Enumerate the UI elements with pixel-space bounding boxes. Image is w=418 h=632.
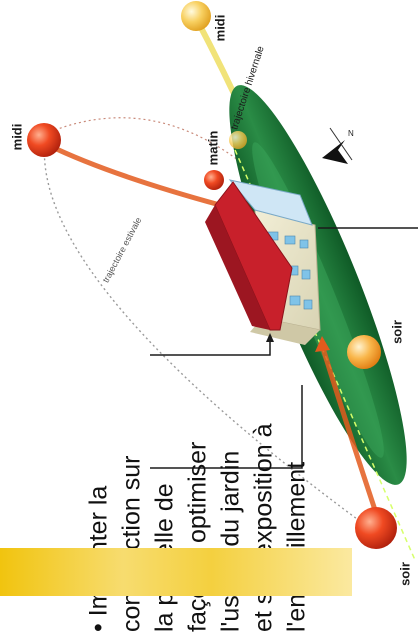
compass-arrow-icon: N: [322, 128, 354, 164]
label-midi-left: midi: [10, 124, 25, 151]
label-midi-top: midi: [213, 15, 228, 42]
sun-soir-summer: [355, 507, 397, 549]
summer-path-segment: [48, 145, 220, 205]
sun-midi-winter: [181, 1, 211, 31]
sun-matin-winter: [229, 131, 247, 149]
label-matin: matin: [206, 131, 221, 166]
label-soir-bottom: soir: [398, 562, 413, 586]
decorative-yellow-strip: [0, 548, 352, 596]
svg-text:N: N: [348, 129, 354, 138]
label-soir-right: soir: [390, 320, 405, 344]
sun-matin: [204, 170, 224, 190]
sun-midi-summer: [27, 123, 61, 157]
sun-soir-winter: [347, 335, 381, 369]
